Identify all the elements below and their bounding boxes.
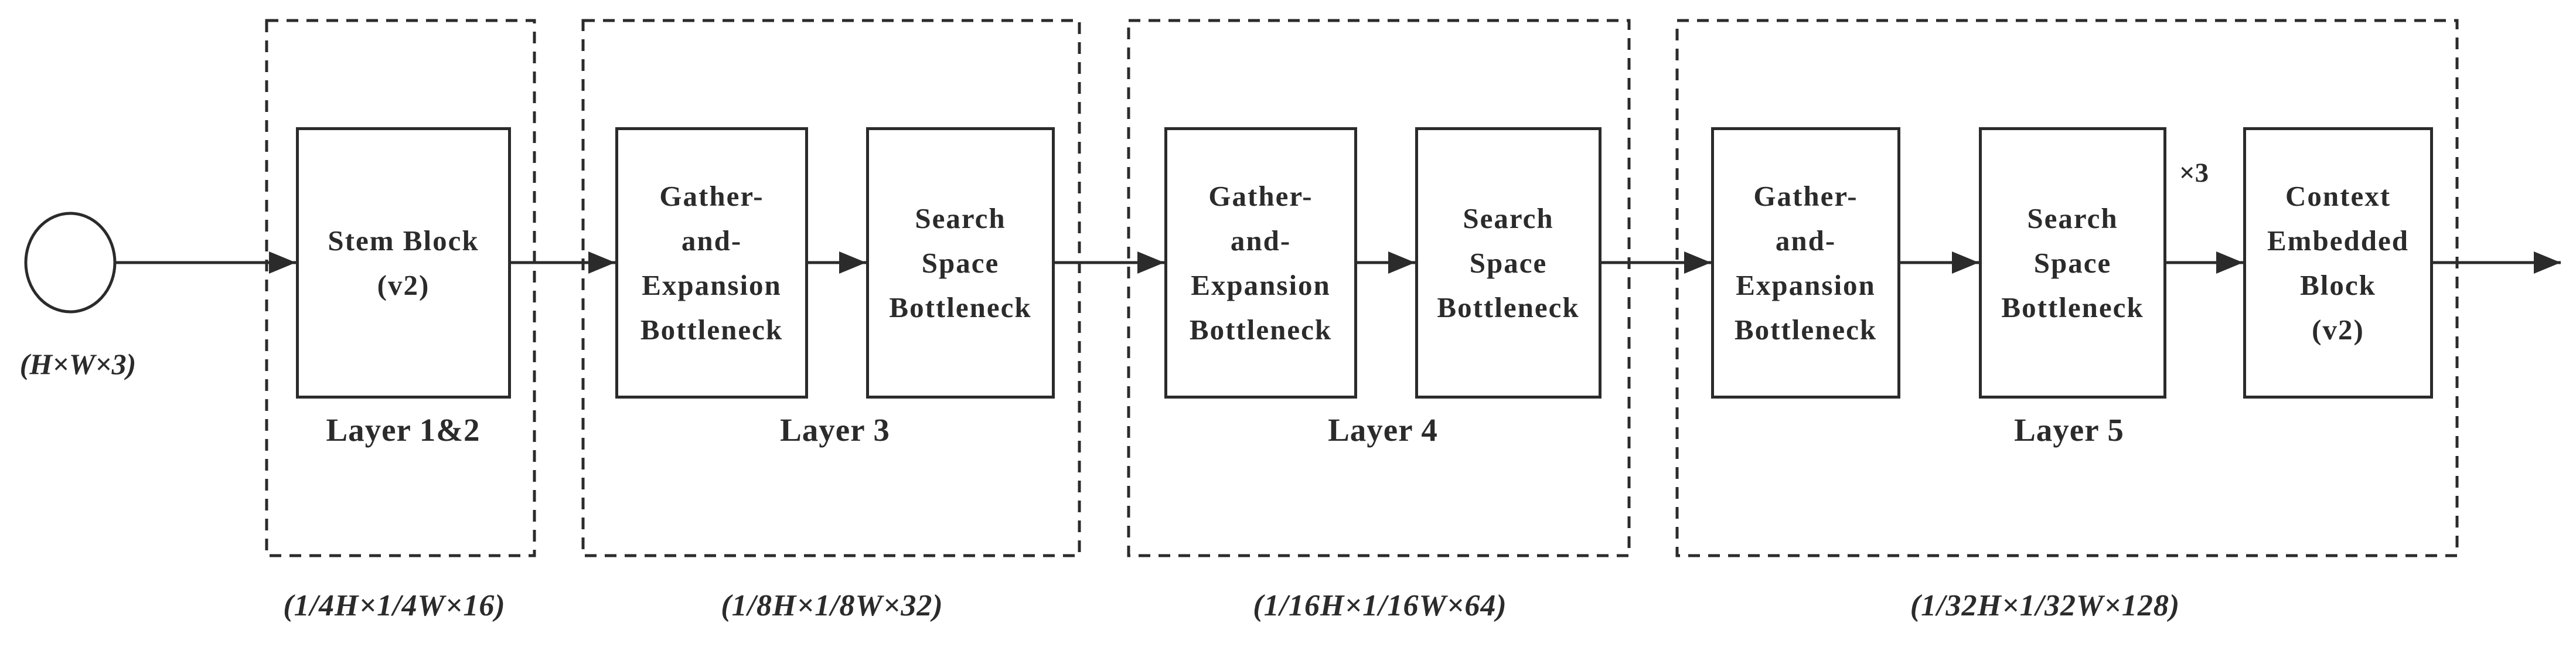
block-text-line: Bottleneck — [2001, 291, 2144, 324]
layer-1-2-container — [265, 19, 536, 557]
layer-4-container — [1127, 19, 1631, 557]
block-text-line: Expansion — [1736, 268, 1876, 301]
layer-4-output-dims-label: (1/16H×1/16W×64) — [1253, 589, 1507, 622]
block-text-line: Space — [921, 246, 1000, 279]
block-text-line: Block — [2300, 268, 2376, 301]
block-text-line: Search — [915, 202, 1006, 234]
layer-3-container — [581, 19, 1081, 557]
layer-4-label: Layer 4 — [1328, 412, 1438, 448]
layer-3-output-dims-label: (1/8H×1/8W×32) — [721, 589, 943, 622]
block-text-line: Embedded — [2267, 224, 2409, 257]
block-text-line: Space — [2033, 246, 2112, 279]
block-text-line: Bottleneck — [889, 291, 1032, 324]
layer-5-container — [1675, 19, 2459, 557]
search-space-bottleneck-layer5: Search Space Bottleneck — [1979, 127, 2166, 399]
block-text-line: Gather- — [659, 179, 764, 212]
block-text-line: (v2) — [377, 268, 430, 301]
block-text-line: Bottleneck — [640, 313, 783, 346]
block-text-line: Space — [1469, 246, 1548, 279]
block-text-line: Expansion — [642, 268, 782, 301]
block-text-line: Expansion — [1191, 268, 1331, 301]
layer-1-2-output-dims-label: (1/4H×1/4W×16) — [283, 589, 506, 622]
context-embedded-block-v2: Context Embedded Block (v2) — [2243, 127, 2433, 399]
search-space-bottleneck-layer4: Search Space Bottleneck — [1415, 127, 1602, 399]
gather-and-expansion-bottleneck-layer3: Gather- and- Expansion Bottleneck — [615, 127, 808, 399]
input-dims-label: (H×W×3) — [19, 348, 137, 380]
block-text-line: Gather- — [1208, 179, 1313, 212]
block-text-line: Search — [1463, 202, 1554, 234]
block-text-line: Bottleneck — [1734, 313, 1878, 346]
repeat-times-label: ×3 — [2179, 158, 2209, 188]
stem-block-v2: Stem Block (v2) — [296, 127, 511, 399]
gather-and-expansion-bottleneck-layer5: Gather- and- Expansion Bottleneck — [1711, 127, 1900, 399]
block-text-line: and- — [1775, 224, 1836, 257]
block-text-line: Search — [2027, 202, 2118, 234]
block-text-line: and- — [681, 224, 742, 257]
gather-and-expansion-bottleneck-layer4: Gather- and- Expansion Bottleneck — [1164, 127, 1357, 399]
block-text-line: and- — [1230, 224, 1292, 257]
block-text-line: Bottleneck — [1189, 313, 1333, 346]
block-text-line: Gather- — [1753, 179, 1858, 212]
layer-3-label: Layer 3 — [780, 412, 890, 448]
layer-1-2-label: Layer 1&2 — [326, 412, 481, 448]
layer-5-output-dims-label: (1/32H×1/32W×128) — [1910, 589, 2180, 622]
block-text-line: Stem Block — [328, 224, 479, 257]
layer-5-label: Layer 5 — [2014, 412, 2124, 448]
block-text-line: Context — [2285, 179, 2391, 212]
search-space-bottleneck-layer3: Search Space Bottleneck — [866, 127, 1055, 399]
block-text-line: Bottleneck — [1437, 291, 1580, 324]
block-text-line: (v2) — [2312, 313, 2364, 346]
input-node-circle — [24, 212, 117, 314]
